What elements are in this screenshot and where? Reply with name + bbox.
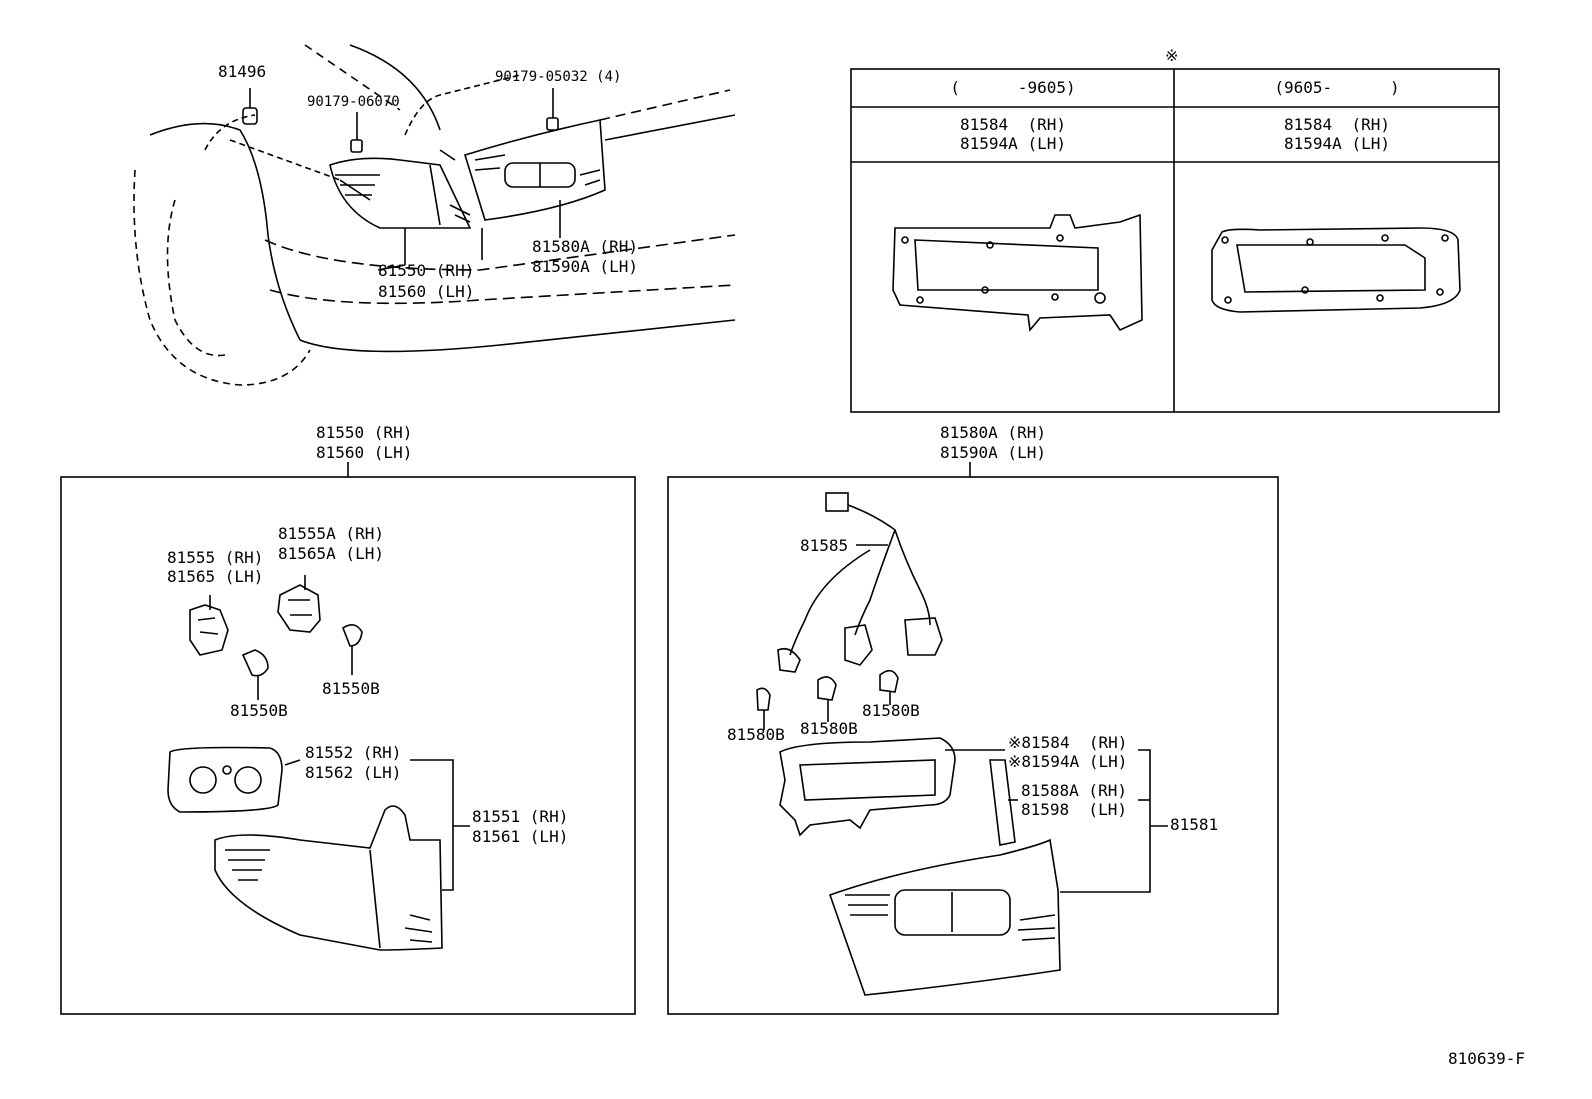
- table-col2-lh: 81594A (LH): [1284, 134, 1390, 153]
- part-label-lens-rh: 81551 (RH): [472, 807, 569, 826]
- part-label-gasket-rh: 81552 (RH): [305, 743, 402, 762]
- right-box-title-lh: 81590A (LH): [940, 443, 1046, 462]
- part-label-nut-b: 90179-05032 (4): [495, 69, 622, 85]
- part-label-socket-a-lh: 81565 (LH): [167, 567, 264, 586]
- part-label-garnish-rh: 81580A (RH): [532, 237, 638, 256]
- part-label-socket-b-lh: 81565A (LH): [278, 544, 384, 563]
- right-box-leaders: [763, 544, 1168, 893]
- part-label-nut-a: 90179-06070: [307, 94, 400, 110]
- table-col2-rh: 81584 (RH): [1284, 115, 1390, 134]
- part-label-lens-lh: 81561 (LH): [472, 827, 569, 846]
- part-label-reflector-lh: 81598 (LH): [1021, 800, 1127, 819]
- part-label-reflector-rh: 81588A (RH): [1021, 781, 1127, 800]
- tail-lamp-top: [329, 149, 472, 229]
- table-col2-header: (9605- ): [1274, 78, 1400, 97]
- left-box-frame: [60, 462, 636, 1015]
- part-label-garnish-lh: 81590A (LH): [532, 257, 638, 276]
- part-label-assy: 81581: [1170, 815, 1219, 834]
- part-label-gasket-r-lh: ※81594A (LH): [1008, 752, 1128, 771]
- part-label-wire: 81585: [800, 536, 849, 555]
- car-body-outline: [133, 44, 736, 386]
- right-box-frame: [667, 462, 1279, 1015]
- left-box-title-lh: 81560 (LH): [316, 443, 413, 462]
- right-box-parts: [756, 492, 1061, 996]
- table-col1-header: ( -9605): [950, 78, 1076, 97]
- part-label-lamp-lh: 81560 (LH): [378, 282, 475, 301]
- part-label-gasket-lh: 81562 (LH): [305, 763, 402, 782]
- gasket-late: [1211, 227, 1461, 313]
- part-label-socket-b-rh: 81555A (RH): [278, 524, 384, 543]
- gasket-early: [892, 213, 1143, 332]
- part-label-socket-a-rh: 81555 (RH): [167, 548, 264, 567]
- part-label-clip: 81496: [218, 62, 267, 81]
- part-label-gasket-r-rh: ※81584 (RH): [1008, 733, 1128, 752]
- part-label-bulb-1: 81550B: [230, 701, 288, 720]
- part-label-bulb-2: 81550B: [322, 679, 380, 698]
- table-col1-lh: 81594A (LH): [960, 134, 1066, 153]
- part-label-bulb-r1: 81580B: [727, 725, 785, 744]
- left-box-leaders: [209, 575, 470, 891]
- part-label-lamp-rh: 81550 (RH): [378, 261, 475, 280]
- left-box-title-rh: 81550 (RH): [316, 423, 413, 442]
- garnish-top: [464, 119, 606, 221]
- clips-top: [242, 107, 559, 153]
- left-box-parts: [167, 584, 443, 951]
- part-label-bulb-r3: 81580B: [862, 701, 920, 720]
- part-label-bulb-r2: 81580B: [800, 719, 858, 738]
- table-col1-rh: 81584 (RH): [960, 115, 1066, 134]
- table-marker: ※: [1165, 46, 1179, 65]
- right-box-title-rh: 81580A (RH): [940, 423, 1046, 442]
- gasket-table: [850, 68, 1500, 413]
- leaders-top: [249, 88, 561, 271]
- figure-code: 810639-F: [1448, 1049, 1526, 1068]
